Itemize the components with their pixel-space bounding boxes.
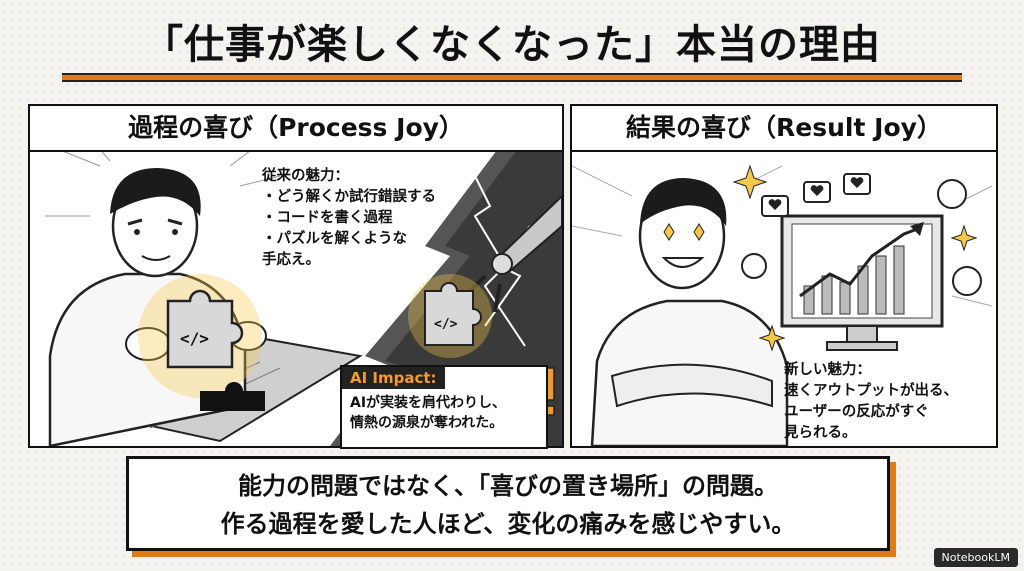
result-joy-bullets: 新しい魅力： 速くアウトプットが出る、 ユーザーの反応がすぐ 見られる。 [784, 360, 958, 444]
result-joy-heading: 結果の喜び（Result Joy） [572, 106, 996, 152]
sparkle-icon [732, 164, 978, 352]
notebooklm-badge: NotebookLM [933, 548, 1018, 567]
bullet-item: 見られる。 [784, 425, 857, 441]
bullet-item: ・パズルを解くような [262, 231, 407, 247]
bottom-message-box: 能力の問題ではなく、「喜びの置き場所」の問題。 作る過程を愛した人ほど、変化の痛… [126, 456, 890, 551]
title-underline [62, 73, 962, 82]
bottom-message-line: 作る過程を愛した人ほど、変化の痛みを感じやすい。 [220, 510, 796, 538]
bullet-heading: 新しい魅力： [784, 362, 871, 378]
bullet-item: ・コードを書く過程 [262, 210, 393, 226]
bullet-item: 速くアウトプットが出る、 [784, 383, 958, 399]
bullet-item: ・どう解くか試行錯誤する [262, 189, 436, 205]
svg-text:</>: </> [434, 317, 458, 332]
bullet-item: ユーザーの反応がすぐ [784, 404, 929, 420]
process-joy-heading: 過程の喜び（Process Joy） [30, 106, 562, 152]
ai-impact-line: AIが実装を肩代わりし、 [350, 395, 507, 411]
bottom-message-line: 能力の問題ではなく、「喜びの置き場所」の問題。 [238, 472, 778, 500]
result-joy-panel: 結果の喜び（Result Joy） 新しい魅力： 速くアウトプットが出る、 ユー… [570, 104, 998, 448]
ai-impact-callout: AI Impact: AIが実装を肩代わりし、 情熱の源泉が奪われた。 [340, 365, 548, 449]
ai-impact-text: AIが実装を肩代わりし、 情熱の源泉が奪われた。 [342, 389, 546, 437]
bullet-item: 手応え。 [262, 252, 320, 268]
process-joy-panel: </> </> 過程の喜び（Process Joy） 従来の魅力： ・どう解くか… [28, 104, 564, 448]
user-icon [741, 179, 982, 296]
bullet-heading: 従来の魅力： [262, 168, 349, 184]
process-joy-illustration: </> </> [45, 106, 562, 446]
process-joy-bullets: 従来の魅力： ・どう解くか試行錯誤する ・コードを書く過程 ・パズルを解くような… [262, 166, 436, 271]
result-joy-illustration [572, 164, 993, 446]
ai-impact-title: AI Impact: [342, 367, 445, 389]
puzzle-code-label: </> [180, 329, 209, 348]
page-title: 「仕事が楽しくなくなった」本当の理由 [143, 22, 881, 68]
ai-impact-line: 情熱の源泉が奪われた。 [350, 415, 504, 431]
